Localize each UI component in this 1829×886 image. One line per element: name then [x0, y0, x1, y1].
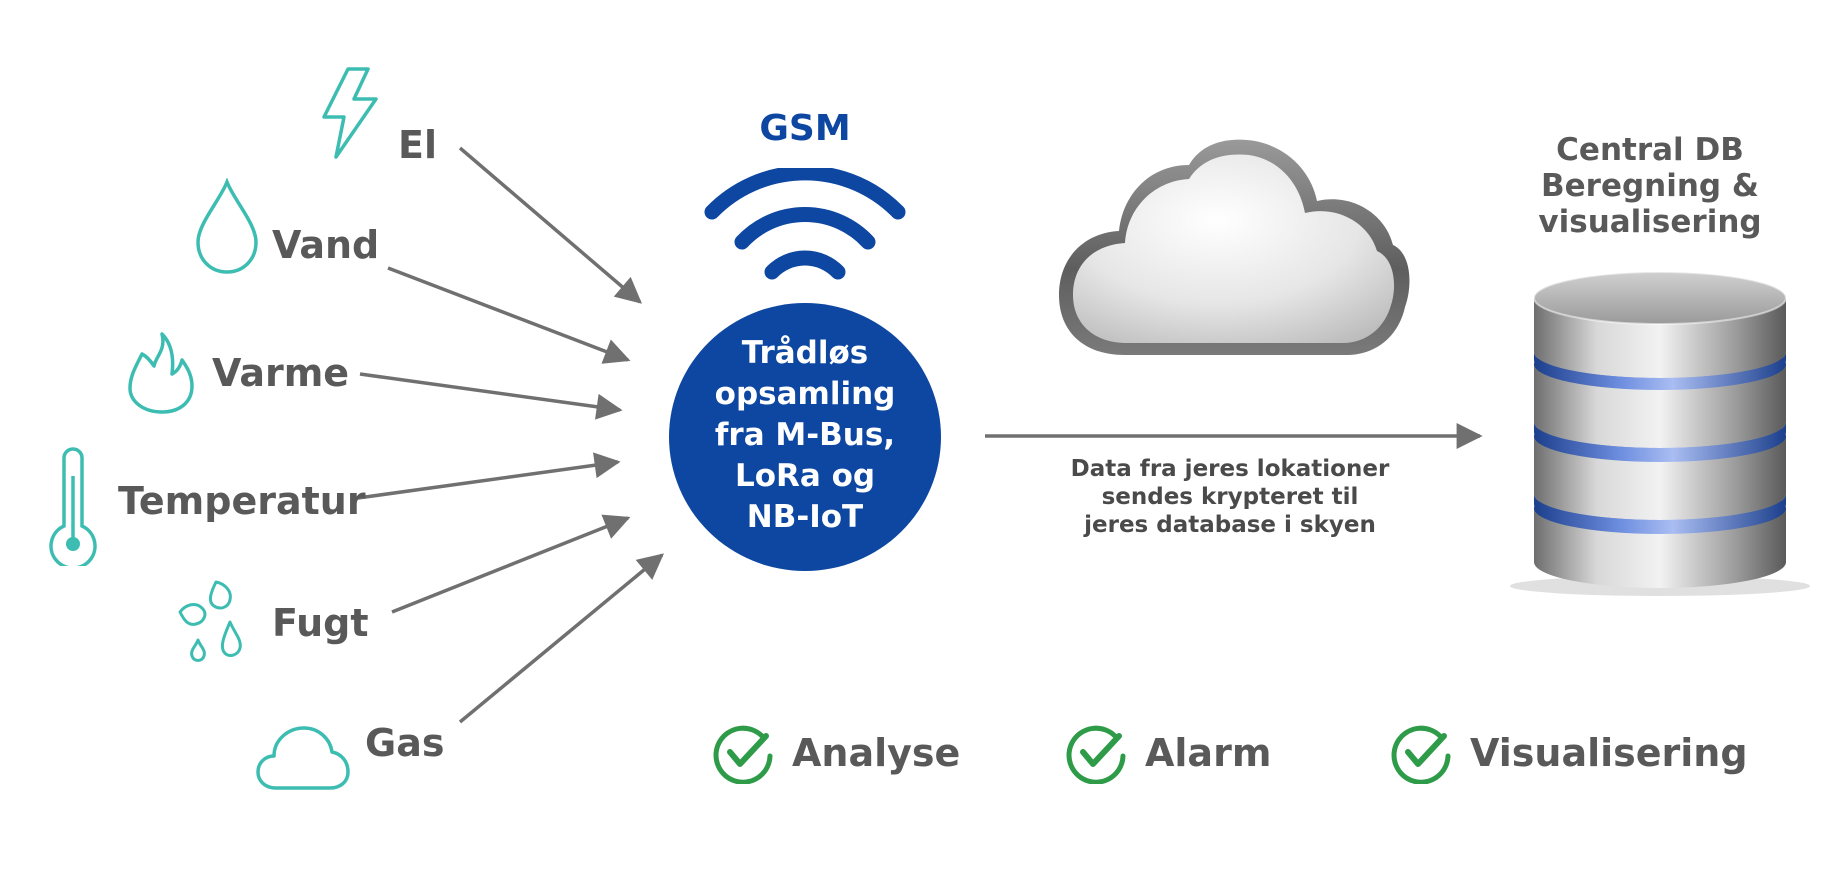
arrow-vand [387, 266, 631, 364]
thermometer-icon [49, 447, 97, 566]
database-title: Central DB Beregning & visualisering [1500, 132, 1800, 240]
database-title-line: Central DB [1556, 132, 1744, 168]
lightning-icon [322, 67, 378, 159]
feature-label-analyse: Analyse [792, 731, 961, 775]
gateway-line: Trådløs [741, 335, 869, 371]
database-icon [1510, 271, 1810, 596]
gateway-line: fra M-Bus, [714, 417, 896, 453]
arrow-gas [458, 553, 665, 724]
source-label-fugt: Fugt [272, 601, 369, 645]
humidity-drops-icon [178, 580, 242, 662]
database-title-line: visualisering [1538, 204, 1762, 240]
transfer-description: Data fra jeres lokationer sendes krypter… [1030, 455, 1430, 539]
cloud-icon [1059, 139, 1410, 355]
transfer-line: sendes krypteret til [1101, 484, 1359, 510]
gateway-line: opsamling [714, 376, 896, 412]
gateway-line: NB-IoT [746, 499, 864, 535]
gateway-hub [669, 303, 941, 571]
arrow-temperatur [357, 452, 621, 500]
source-label-vand: Vand [272, 223, 380, 267]
gsm-title: GSM [759, 108, 851, 149]
arrow-fugt [391, 514, 631, 614]
gateway-line: LoRa og [734, 458, 876, 494]
flame-icon [128, 332, 194, 414]
arrow-varme [359, 372, 623, 420]
database-title-line: Beregning & [1541, 168, 1759, 204]
arrow-el [458, 146, 642, 304]
water-drop-icon [196, 178, 258, 274]
source-label-temperatur: Temperatur [118, 479, 366, 523]
check-circle-icon [1391, 725, 1451, 784]
wifi-signal-icon [704, 168, 906, 280]
source-label-varme: Varme [212, 351, 350, 395]
gateway-description: Trådløs opsamling fra M-Bus, LoRa og NB-… [665, 333, 945, 538]
check-circle-icon [713, 725, 773, 784]
check-circle-icon [1066, 725, 1126, 784]
source-label-el: El [398, 123, 437, 167]
transfer-line: jeres database i skyen [1084, 512, 1376, 538]
gas-cloud-icon [256, 726, 350, 790]
feature-label-alarm: Alarm [1145, 731, 1272, 775]
source-label-gas: Gas [365, 721, 445, 765]
feature-label-visualisering: Visualisering [1470, 731, 1748, 775]
transfer-line: Data fra jeres lokationer [1070, 456, 1390, 482]
